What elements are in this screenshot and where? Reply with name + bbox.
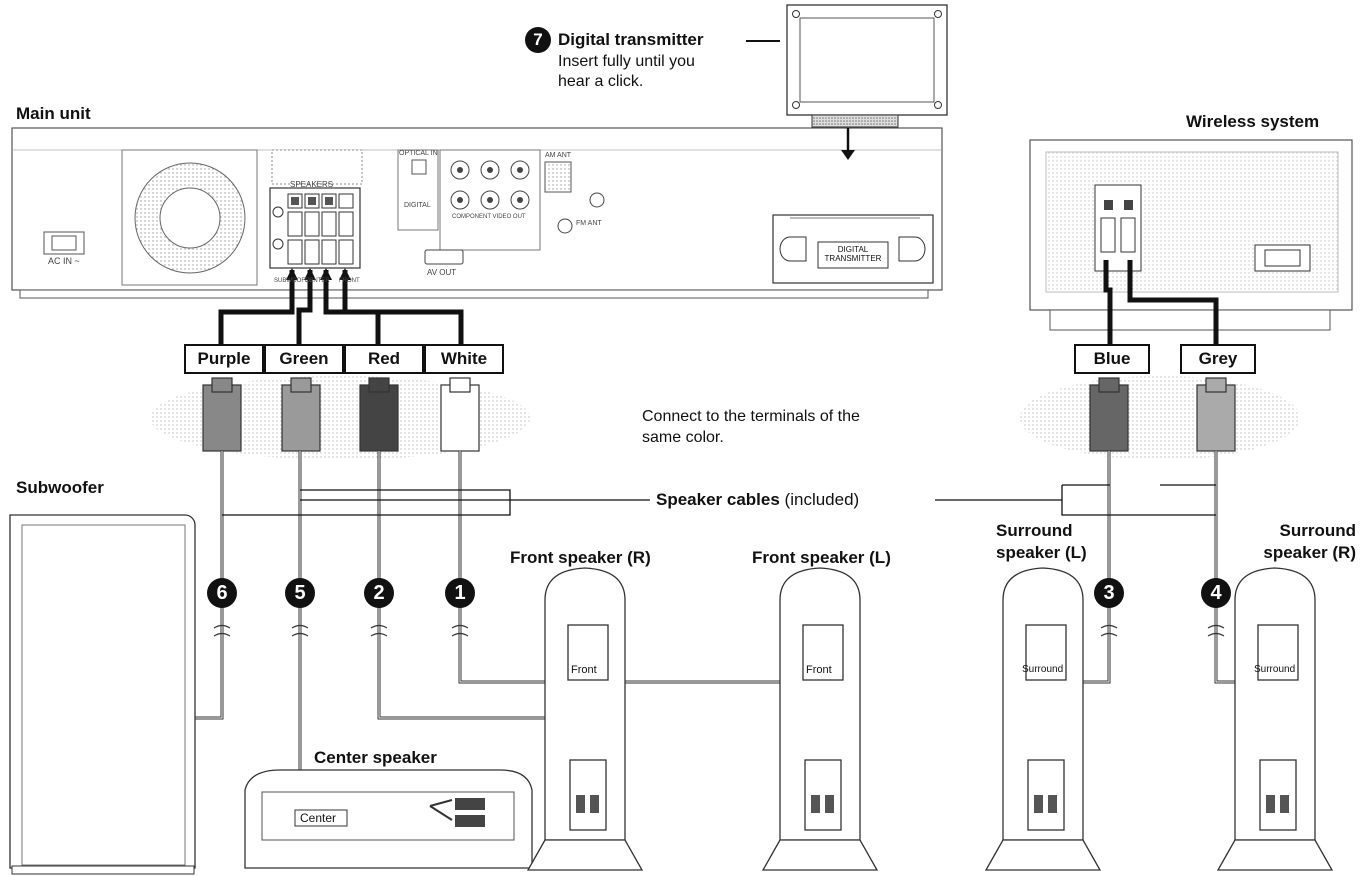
subwoofer-label: Subwoofer (16, 478, 104, 497)
digital-transmitter-title: Digital transmitter (558, 30, 704, 49)
wireless-system-label: Wireless system (1186, 112, 1320, 131)
surround-r-tag: Surround (1254, 664, 1296, 675)
digital-transmitter-note: Insert fully until you hear a click. (558, 53, 695, 90)
panel-subwoofer-term-label: SUBWOOFER (274, 278, 314, 284)
color-label-red: Red (344, 344, 424, 374)
tall-speakers (526, 567, 1334, 871)
color-label-green: Green (264, 344, 344, 374)
color-label-purple: Purple (184, 344, 264, 374)
surround-l-tag: Surround (1022, 664, 1064, 675)
panel-component-video-label: COMPONENT VIDEO OUT (452, 214, 526, 220)
transmitter-slot-label: DIGITAL TRANSMITTER (824, 245, 882, 263)
panel-speakers-label: SPEAKERS (290, 180, 334, 189)
color-label-grey: Grey (1180, 344, 1256, 374)
wireless-system-drawing (1029, 139, 1353, 331)
step-4-badge: 4 (1201, 578, 1231, 608)
panel-optical-in-label: OPTICAL IN (399, 150, 438, 157)
front-speaker-r-label: Front speaker (R) (510, 548, 651, 567)
step-1-badge: 1 (445, 578, 475, 608)
center-speaker-label: Center speaker (314, 748, 437, 767)
main-unit-label: Main unit (16, 104, 91, 123)
panel-ac-in-label: AC IN ~ (48, 256, 80, 266)
front-l-tag: Front (806, 664, 832, 676)
speaker-cables-callout (222, 484, 1216, 516)
step-6-badge: 6 (207, 578, 237, 608)
speaker-cables-suffix: (included) (784, 490, 860, 509)
panel-am-ant-label: AM ANT (545, 152, 572, 159)
panel-center-term-label: CENTER (305, 278, 330, 284)
front-speaker-l-label: Front speaker (L) (752, 548, 891, 567)
color-label-blue: Blue (1074, 344, 1150, 374)
surround-speaker-r-label: Surround speaker (R) (1263, 521, 1356, 562)
main-unit-cables (218, 260, 1219, 345)
front-r-tag: Front (571, 664, 597, 676)
panel-av-out-label: AV OUT (427, 268, 457, 277)
step-7-badge: 7 (525, 27, 551, 53)
color-label-white: White (424, 344, 504, 374)
center-tag: Center (300, 811, 337, 825)
panel-digital-label: DIGITAL (404, 202, 431, 209)
panel-fm-ant-label: FM ANT (576, 220, 602, 227)
step-3-badge: 3 (1094, 578, 1124, 608)
main-unit-drawing (11, 127, 943, 299)
digital-transmitter-card (746, 4, 948, 160)
step-2-badge: 2 (364, 578, 394, 608)
panel-front-term-label: FRONT (339, 278, 360, 284)
step-5-badge: 5 (285, 578, 315, 608)
speaker-cables-label: Speaker cables (included) (656, 490, 859, 510)
subwoofer-drawing (9, 514, 196, 875)
connect-note: Connect to the terminals of the same col… (642, 408, 860, 446)
surround-speaker-l-label: Surround speaker (L) (996, 521, 1087, 562)
speaker-cables-title: Speaker cables (656, 490, 780, 509)
center-speaker-drawing (244, 769, 533, 869)
